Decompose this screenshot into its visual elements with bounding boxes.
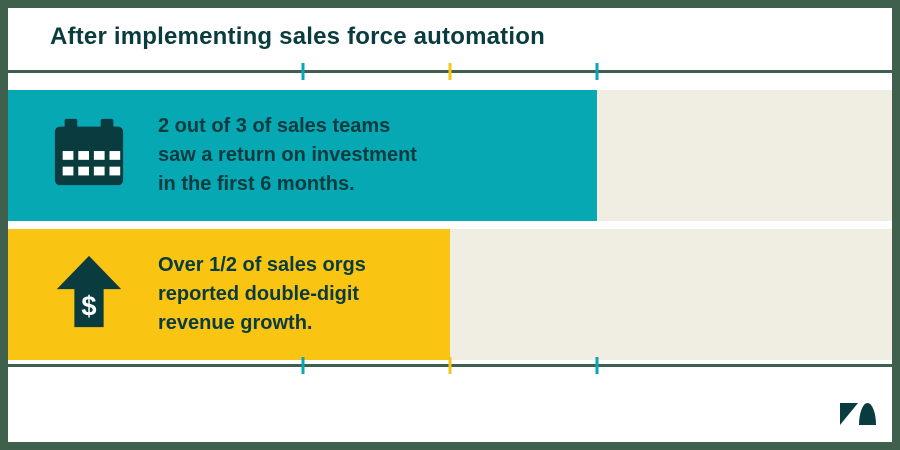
zendesk-logo-icon: [838, 398, 876, 428]
stat-line: Over 1/2 of sales orgs: [158, 254, 366, 276]
calendar-icon: [50, 114, 128, 197]
stat-line: reported double-digit: [158, 283, 360, 305]
page-title: After implementing sales force automatio…: [50, 23, 545, 50]
stat-line: in the first 6 months.: [158, 173, 355, 195]
tick-one-third: [301, 63, 305, 80]
bar-row-revenue-growth: $ Over 1/2 of sales orgs reported double…: [8, 229, 892, 360]
dollar-sign: $: [81, 290, 96, 321]
axis-line-top: [8, 63, 892, 80]
stat-line: saw a return on investment: [158, 144, 417, 166]
bar-fill-roi: 2 out of 3 of sales teams saw a return o…: [8, 90, 598, 221]
stat-line: 2 out of 3 of sales teams: [158, 115, 391, 137]
tick-two-thirds: [595, 63, 599, 80]
tick-two-thirds: [595, 357, 599, 374]
stat-text-revenue-growth: Over 1/2 of sales orgs reported double-d…: [158, 251, 366, 338]
dollar-growth-arrow-icon: $: [50, 253, 128, 336]
tick-one-third: [301, 357, 305, 374]
stat-text-roi: 2 out of 3 of sales teams saw a return o…: [158, 112, 417, 199]
tick-one-half: [448, 63, 452, 80]
stat-line: revenue growth.: [158, 312, 313, 334]
tick-one-half: [448, 357, 452, 374]
bar-fill-revenue-growth: $ Over 1/2 of sales orgs reported double…: [8, 229, 450, 360]
axis-line-bottom: [8, 357, 892, 374]
bar-row-roi: 2 out of 3 of sales teams saw a return o…: [8, 90, 892, 221]
